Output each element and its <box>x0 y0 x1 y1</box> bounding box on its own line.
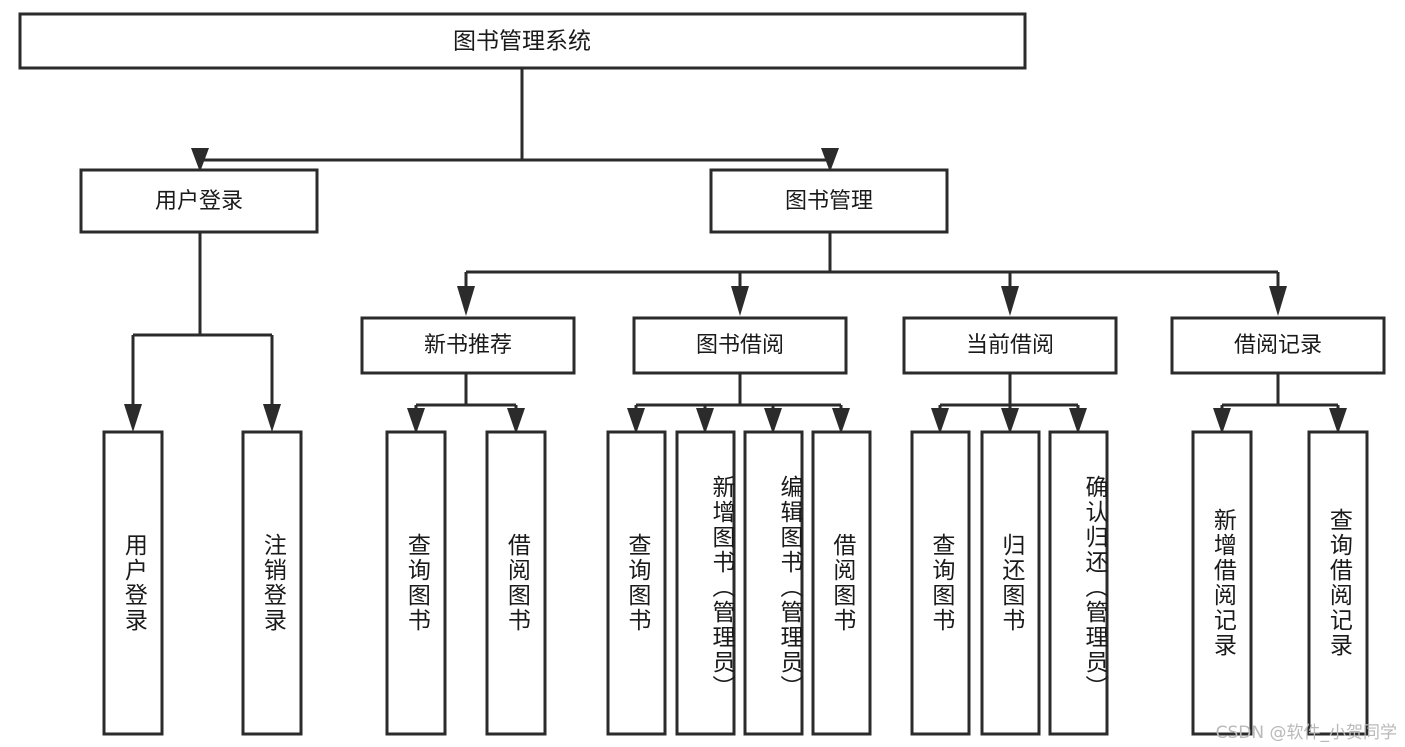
node-root-box[interactable] <box>18 12 1027 70</box>
node-root[interactable]: 图书管理系统 <box>18 12 1027 70</box>
arrow-to-leaf-user-logout <box>263 404 281 432</box>
connectors-user-login <box>124 232 281 432</box>
node-leaf-borrow-book-1-box[interactable] <box>485 430 547 736</box>
connectors-book-manage <box>457 232 1287 316</box>
node-book-borrow-label: 图书借阅 <box>696 333 784 358</box>
node-root-label: 图书管理系统 <box>453 29 591 55</box>
arrow-to-leaf-query-record <box>1329 408 1347 434</box>
node-current-borrow[interactable]: 当前借阅 <box>902 316 1118 375</box>
connector-root-bus <box>200 68 830 162</box>
node-user-login-box[interactable] <box>79 168 319 234</box>
node-borrow-record-box[interactable] <box>1170 316 1386 375</box>
connectors-borrow-record <box>1213 373 1347 434</box>
arrow-to-leaf-edit-book <box>764 408 782 434</box>
arrow-to-leaf-user-login <box>124 404 142 432</box>
node-leaf-add-record-box[interactable] <box>1191 430 1253 736</box>
node-leaf-confirm-return-box[interactable] <box>1048 430 1109 736</box>
node-book-manage-box[interactable] <box>709 168 949 234</box>
node-leaf-borrow-book-2-box[interactable] <box>811 430 872 736</box>
arrow-to-current-borrow <box>1001 286 1019 316</box>
node-user-login[interactable]: 用户登录 <box>79 168 319 234</box>
arrow-to-book-manage <box>821 148 839 172</box>
arrow-to-leaf-borrow-book-2 <box>832 408 850 434</box>
node-book-manage[interactable]: 图书管理 <box>709 168 949 234</box>
arrow-to-leaf-return-book <box>1001 408 1019 434</box>
arrow-to-leaf-query-book-3 <box>931 408 949 434</box>
node-leaf-edit-book-box[interactable] <box>743 430 804 736</box>
node-new-book-recommend[interactable]: 新书推荐 <box>360 316 576 375</box>
node-new-book-recommend-box[interactable] <box>360 316 576 375</box>
node-borrow-record-label: 借阅记录 <box>1234 333 1322 358</box>
node-book-borrow[interactable]: 图书借阅 <box>632 316 848 375</box>
arrow-to-new-book-recommend <box>457 286 475 316</box>
node-leaf-query-record-box[interactable] <box>1307 430 1369 736</box>
node-book-manage-label: 图书管理 <box>785 189 873 214</box>
node-leaf-add-book-box[interactable] <box>675 430 736 736</box>
node-leaf-user-logout-box[interactable] <box>241 430 303 736</box>
arrow-to-leaf-query-book-2 <box>627 408 645 434</box>
node-leaf-return-book-box[interactable] <box>980 430 1041 736</box>
arrow-to-leaf-query-book-1 <box>407 408 425 434</box>
node-leaf-query-book-3-box[interactable] <box>910 430 971 736</box>
arrow-to-leaf-add-book <box>696 408 714 434</box>
arrow-to-borrow-record <box>1269 286 1287 316</box>
node-leaf-user-login-box[interactable] <box>102 430 164 736</box>
node-leaf-query-book-2-box[interactable] <box>606 430 667 736</box>
node-new-book-recommend-label: 新书推荐 <box>424 333 512 358</box>
arrow-to-leaf-add-record <box>1213 408 1231 434</box>
arrow-to-leaf-borrow-book-1 <box>507 408 525 434</box>
arrow-to-leaf-confirm-return <box>1069 408 1087 434</box>
node-user-login-label: 用户登录 <box>155 189 243 214</box>
connectors-current-borrow <box>931 373 1087 434</box>
connectors-book-borrow <box>627 373 850 434</box>
arrow-to-user-login <box>191 148 209 172</box>
connectors-new-book-recommend <box>407 373 525 434</box>
node-current-borrow-label: 当前借阅 <box>966 333 1054 358</box>
arrow-to-book-borrow <box>731 286 749 316</box>
node-book-borrow-box[interactable] <box>632 316 848 375</box>
connectors-root <box>191 68 839 172</box>
node-leaf-query-book-1-box[interactable] <box>385 430 447 736</box>
node-current-borrow-box[interactable] <box>902 316 1118 375</box>
node-borrow-record[interactable]: 借阅记录 <box>1170 316 1386 375</box>
